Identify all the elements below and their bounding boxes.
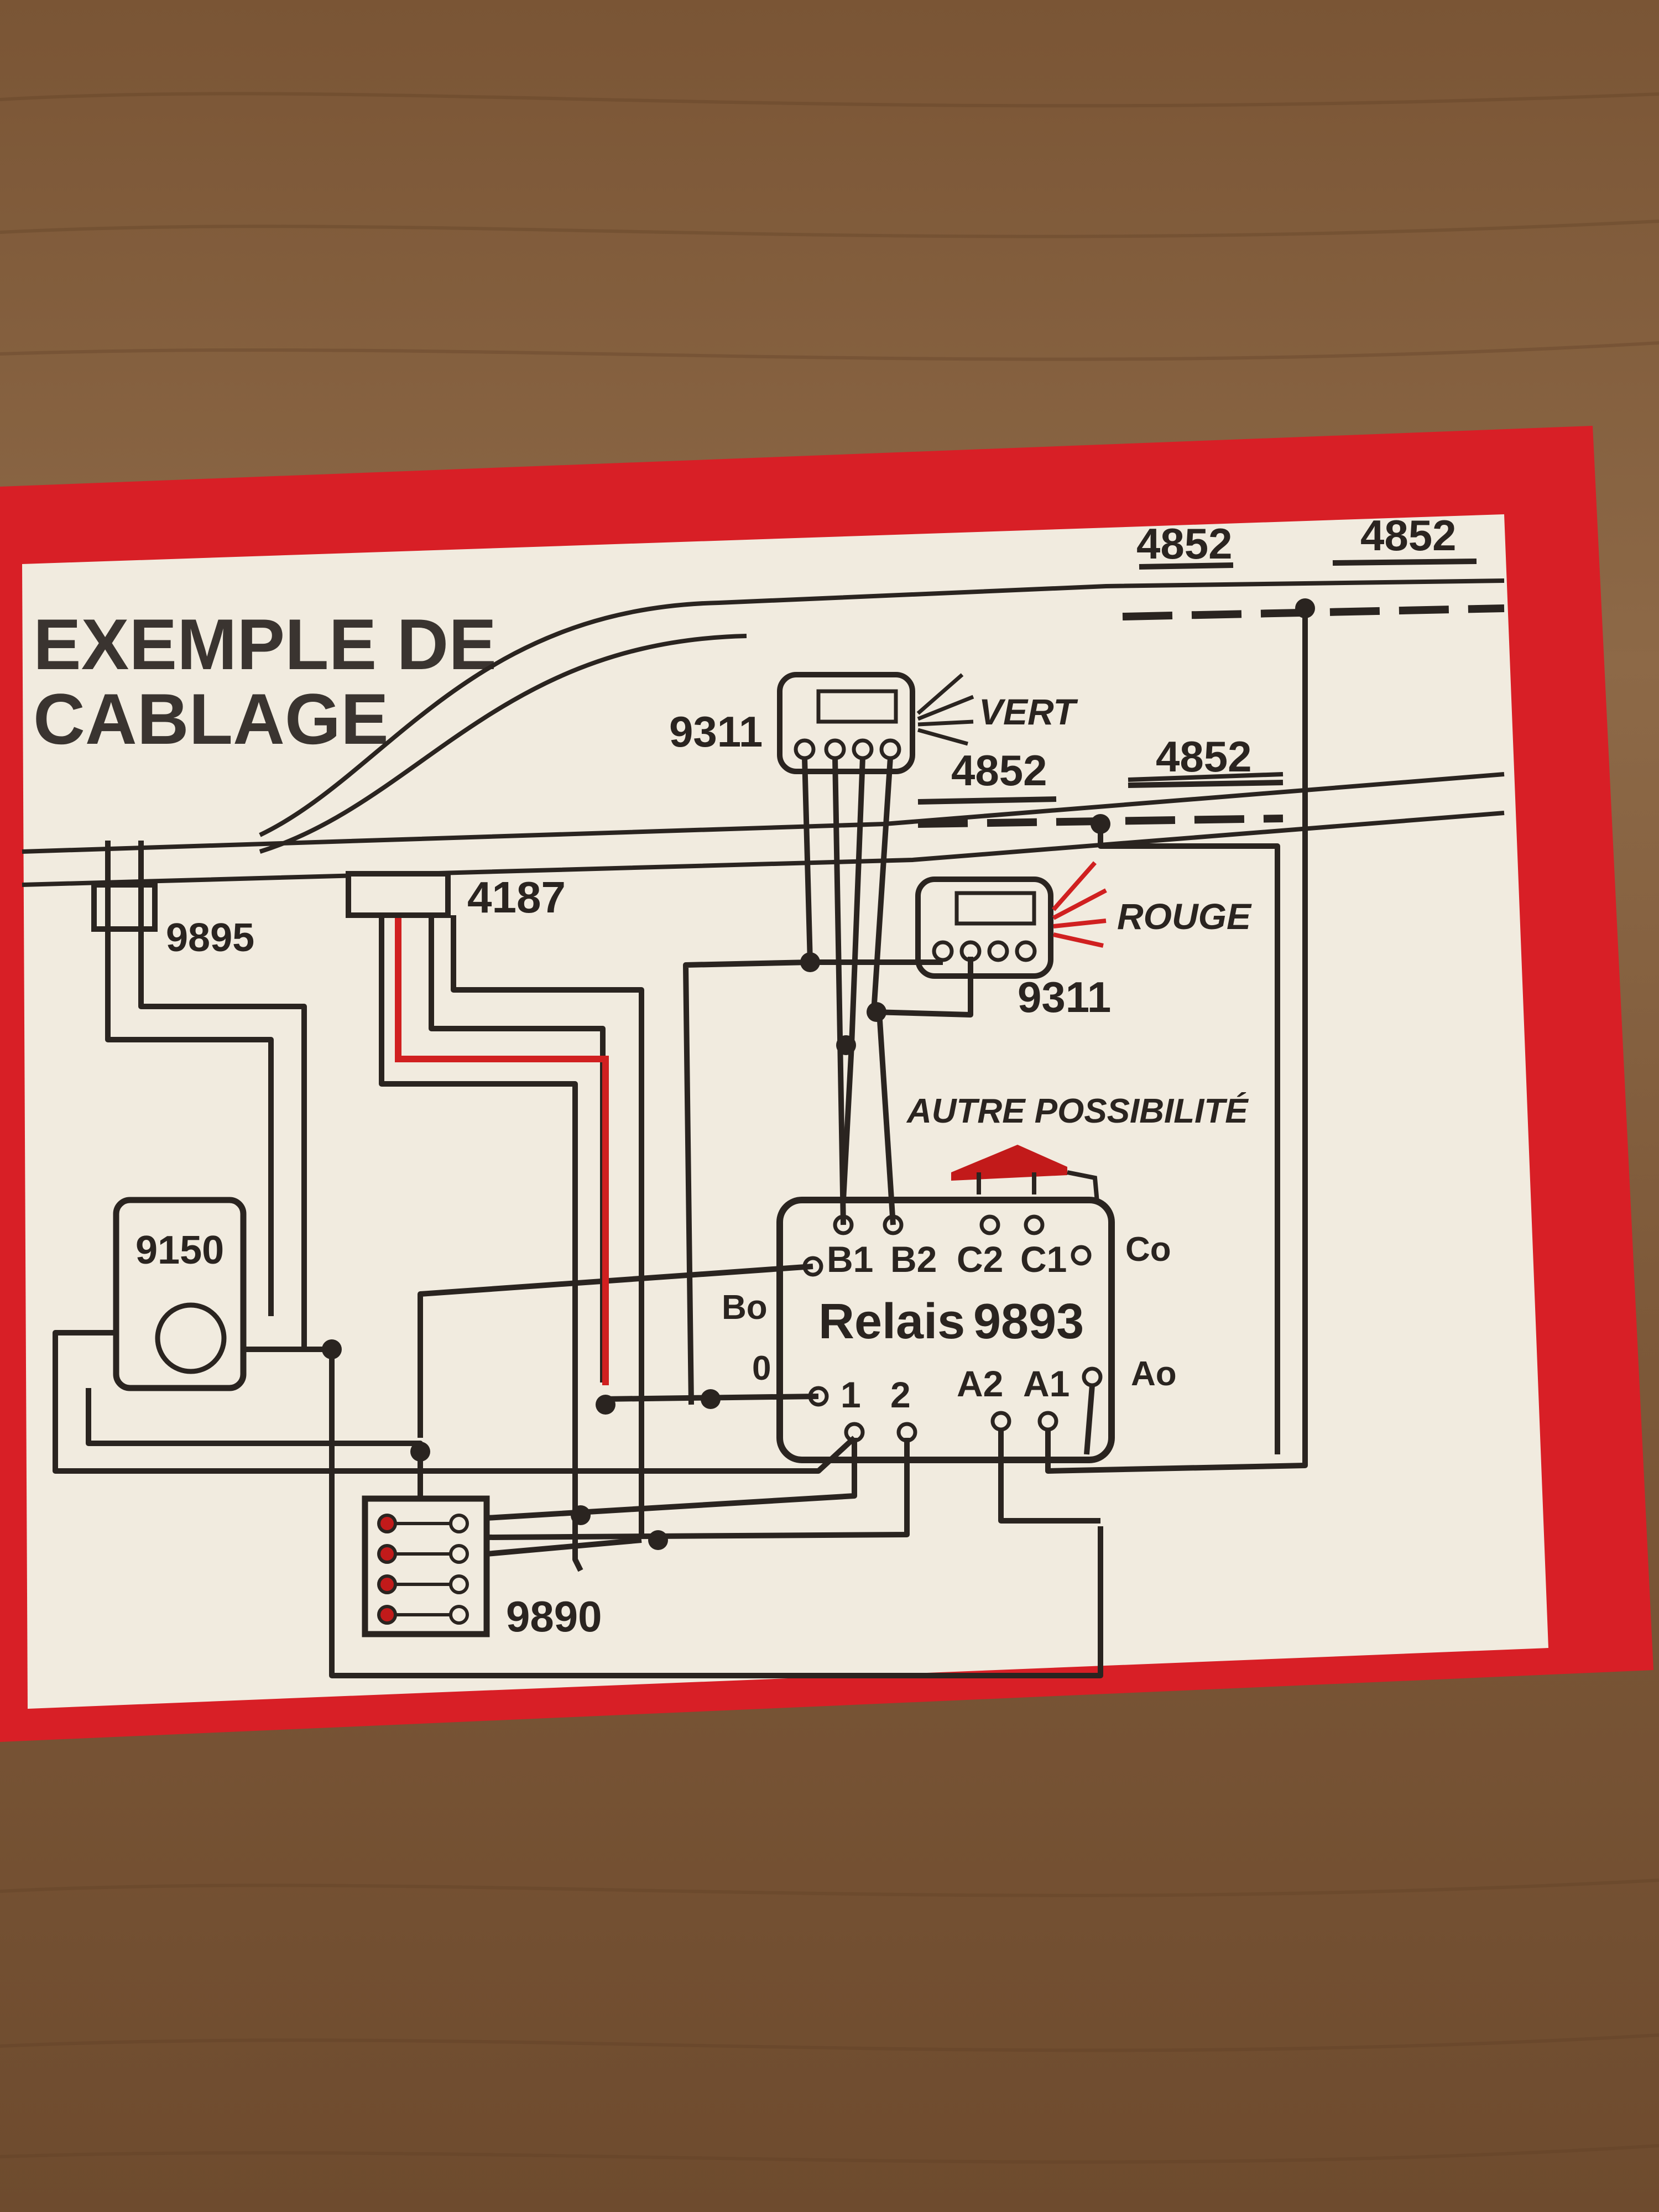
terminal-B1: B1 [827, 1239, 873, 1280]
wiring [53, 608, 1308, 1678]
transformer-label: 9150 [135, 1228, 224, 1272]
title-line-1: EXEMPLE DE [33, 604, 497, 685]
switch-box-buttons [377, 1514, 469, 1625]
terminal-C1: C1 [1020, 1239, 1067, 1280]
isolator-label: 9895 [166, 916, 254, 960]
track-label-mid-left: 4852 [951, 746, 1047, 795]
junction-dots [322, 598, 1315, 1550]
terminal-B2: B2 [890, 1239, 937, 1280]
terminal-C2: C2 [957, 1239, 1003, 1280]
wood-grain [0, 92, 1659, 2164]
terminal-A1: A1 [1023, 1363, 1070, 1404]
signal-red-label: ROUGE [1117, 896, 1252, 937]
relay-name: Relais [818, 1294, 965, 1349]
signal-top-label: 9311 [669, 707, 763, 756]
green-light-rays-icon [916, 673, 974, 746]
track-label-top-left: 4852 [1136, 519, 1233, 568]
terminal-C0: Co [1125, 1230, 1171, 1269]
isolator-9895 [91, 882, 158, 932]
relay-number: 9893 [973, 1294, 1084, 1349]
signal-green-label: VERT [979, 691, 1078, 732]
turnout-motor-4187 [346, 871, 451, 918]
transformer-knob-icon [155, 1302, 227, 1374]
title-line-2: CABLAGE [33, 679, 389, 759]
upper-track-rail-1 [259, 578, 1505, 837]
track-label-top-right: 4852 [1360, 511, 1457, 560]
terminal-A2: A2 [957, 1363, 1003, 1404]
terminal-two: 2 [890, 1374, 911, 1415]
switch-box-label: 9890 [506, 1592, 602, 1641]
alternative-label: AUTRE POSSIBILITÉ [906, 1092, 1249, 1130]
turnout-motor-label: 4187 [467, 873, 566, 922]
red-wire [395, 918, 609, 1385]
red-light-rays-icon [1052, 861, 1107, 948]
lower-track-solid-right [1128, 772, 1284, 782]
signal-bottom-label: 9311 [1018, 973, 1111, 1021]
terminal-A0: Ao [1131, 1355, 1177, 1393]
upper-track-dashed [1122, 604, 1505, 620]
diagram-card [22, 514, 1548, 1709]
terminal-one: 1 [841, 1374, 861, 1415]
terminal-zero: 0 [752, 1349, 771, 1387]
relay-9893 [776, 1197, 1115, 1463]
track-label-mid-right: 4852 [1156, 732, 1252, 781]
alternative-bridge-icon [951, 1145, 1067, 1181]
terminal-B0: Bo [722, 1288, 768, 1327]
upper-track-rail-2 [259, 634, 747, 854]
